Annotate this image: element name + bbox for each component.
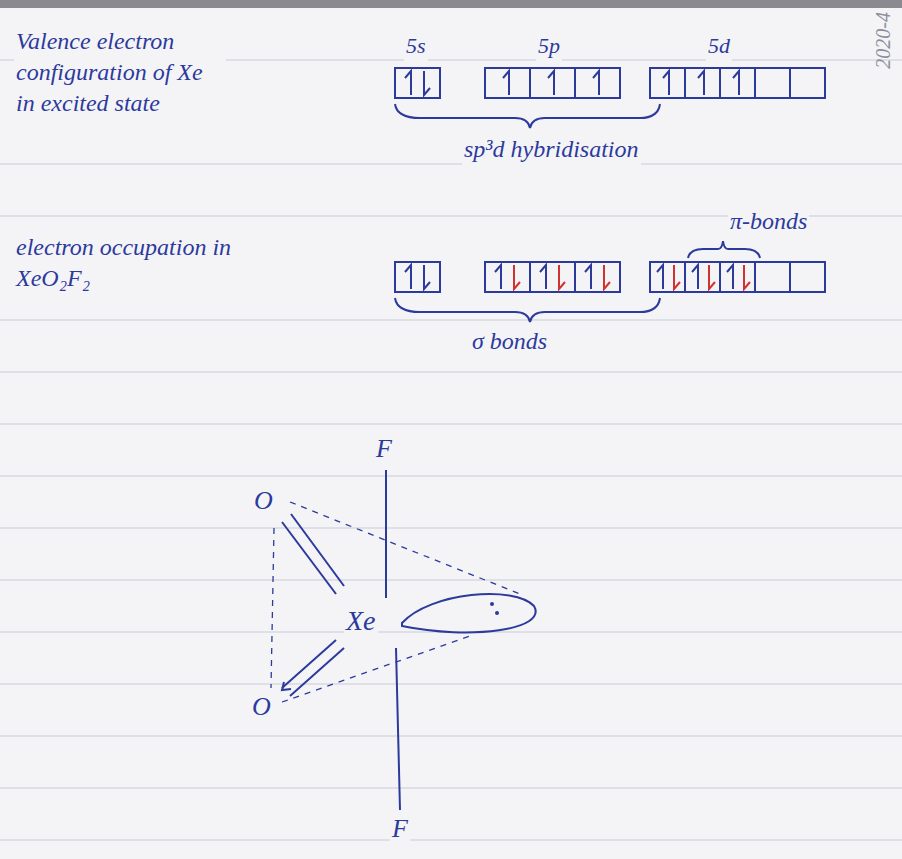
electron-arrows-ligand (559, 265, 565, 289)
orbital-boxes-bonded (395, 262, 440, 292)
orbital-label: 5d (706, 32, 732, 61)
electron-arrows-ligand (514, 265, 750, 289)
xe-o-double-bond (290, 648, 344, 696)
electron-arrows-ligand (514, 265, 520, 289)
orbital-boxes-excited (790, 68, 825, 98)
geometry-dashes (271, 528, 274, 688)
orbital-boxes-excited (395, 68, 825, 98)
bond-label: π-bonds (728, 206, 809, 237)
molecule-structure (282, 470, 536, 810)
geometry-dashes (271, 502, 520, 702)
photo-edge (0, 0, 902, 8)
lone-pair-lobe (402, 594, 536, 632)
electron-arrows-xenon (495, 265, 501, 289)
orbital-boxes-bonded (395, 262, 825, 292)
orbital-boxes-excited (575, 68, 620, 98)
electron-arrows-xenon (692, 265, 698, 289)
electron-arrows-excited (663, 71, 669, 95)
electron-arrows-ligand (604, 265, 610, 289)
electron-arrows-excited (733, 71, 739, 95)
geometry-dashes (290, 502, 520, 594)
orbital-boxes-excited (685, 68, 720, 98)
electron-arrows-excited (405, 71, 739, 95)
electron-arrows-xenon (657, 265, 663, 289)
lone-pair-dots (495, 611, 499, 615)
ruled-lines (0, 371, 902, 372)
orbital-boxes-bonded (720, 262, 755, 292)
ruled-lines (0, 423, 902, 424)
electron-arrows-excited (503, 71, 509, 95)
electron-arrows-xenon (727, 265, 733, 289)
hybrid-brace (395, 104, 660, 128)
atom-label: O (252, 484, 275, 518)
orbital-label: 5p (536, 32, 562, 61)
orbital-boxes-excited (650, 68, 685, 98)
ruled-lines (0, 787, 902, 788)
electron-arrows-excited (698, 71, 704, 95)
electron-arrows-excited (548, 71, 554, 95)
sigma-brace (395, 298, 660, 322)
xe-o-double-bond (282, 522, 336, 594)
xe-f-bond (396, 648, 400, 810)
orbital-boxes-excited (395, 68, 440, 98)
atom-label: F (390, 812, 410, 846)
lone-pair-dots (490, 602, 494, 606)
electron-arrows-excited (424, 71, 430, 95)
electron-arrows-xenon (424, 265, 430, 289)
electron-arrows-excited (405, 71, 411, 95)
bond-arrowhead (282, 682, 291, 690)
electron-arrows-xenon (405, 265, 733, 289)
electron-arrows-ligand (709, 265, 715, 289)
hybridisation-label: sp³d hybridisation (462, 134, 641, 165)
orbital-label: 5s (404, 32, 428, 61)
orbital-boxes-bonded (575, 262, 620, 292)
lone-pair-dots (490, 602, 499, 615)
electron-arrows-xenon (540, 265, 546, 289)
electron-arrows-ligand (744, 265, 750, 289)
orbital-boxes-bonded (650, 262, 685, 292)
geometry-dashes (282, 636, 470, 702)
atom-label: Xe (344, 603, 378, 639)
orbital-boxes-bonded (530, 262, 575, 292)
ruled-lines (0, 60, 902, 840)
xe-o-double-bond (282, 640, 336, 688)
orbital-boxes-bonded (755, 262, 790, 292)
ruled-lines (0, 735, 902, 736)
ruled-lines (0, 839, 902, 840)
electron-arrows-ligand (674, 265, 680, 289)
orbital-boxes-excited (530, 68, 575, 98)
orbital-boxes-bonded (790, 262, 825, 292)
orbital-boxes-excited (755, 68, 790, 98)
heading-note: Valence electron configuration of Xe in … (14, 26, 226, 120)
ruled-lines (0, 579, 902, 580)
xe-f-bond (385, 470, 387, 598)
heading-note: electron occupation in XeO₂F₂ (14, 232, 240, 294)
electron-arrows-xenon (405, 265, 411, 289)
date-watermark: 2020-4 (870, 10, 896, 71)
orbital-boxes-excited (720, 68, 755, 98)
electron-arrows-xenon (585, 265, 591, 289)
atom-label: F (374, 432, 394, 466)
ruled-lines (0, 527, 902, 528)
bond-label: σ bonds (470, 326, 549, 357)
xe-o-double-bond (291, 514, 344, 586)
electron-arrows-excited (593, 71, 599, 95)
orbital-boxes-bonded (685, 262, 720, 292)
pi-brace (688, 241, 760, 258)
ruled-lines (0, 683, 902, 684)
ruled-lines (0, 319, 902, 320)
ruled-lines (0, 163, 902, 164)
orbital-boxes-bonded (485, 262, 530, 292)
ruled-lines (0, 475, 902, 476)
orbital-boxes-excited (485, 68, 530, 98)
atom-label: O (250, 690, 273, 724)
